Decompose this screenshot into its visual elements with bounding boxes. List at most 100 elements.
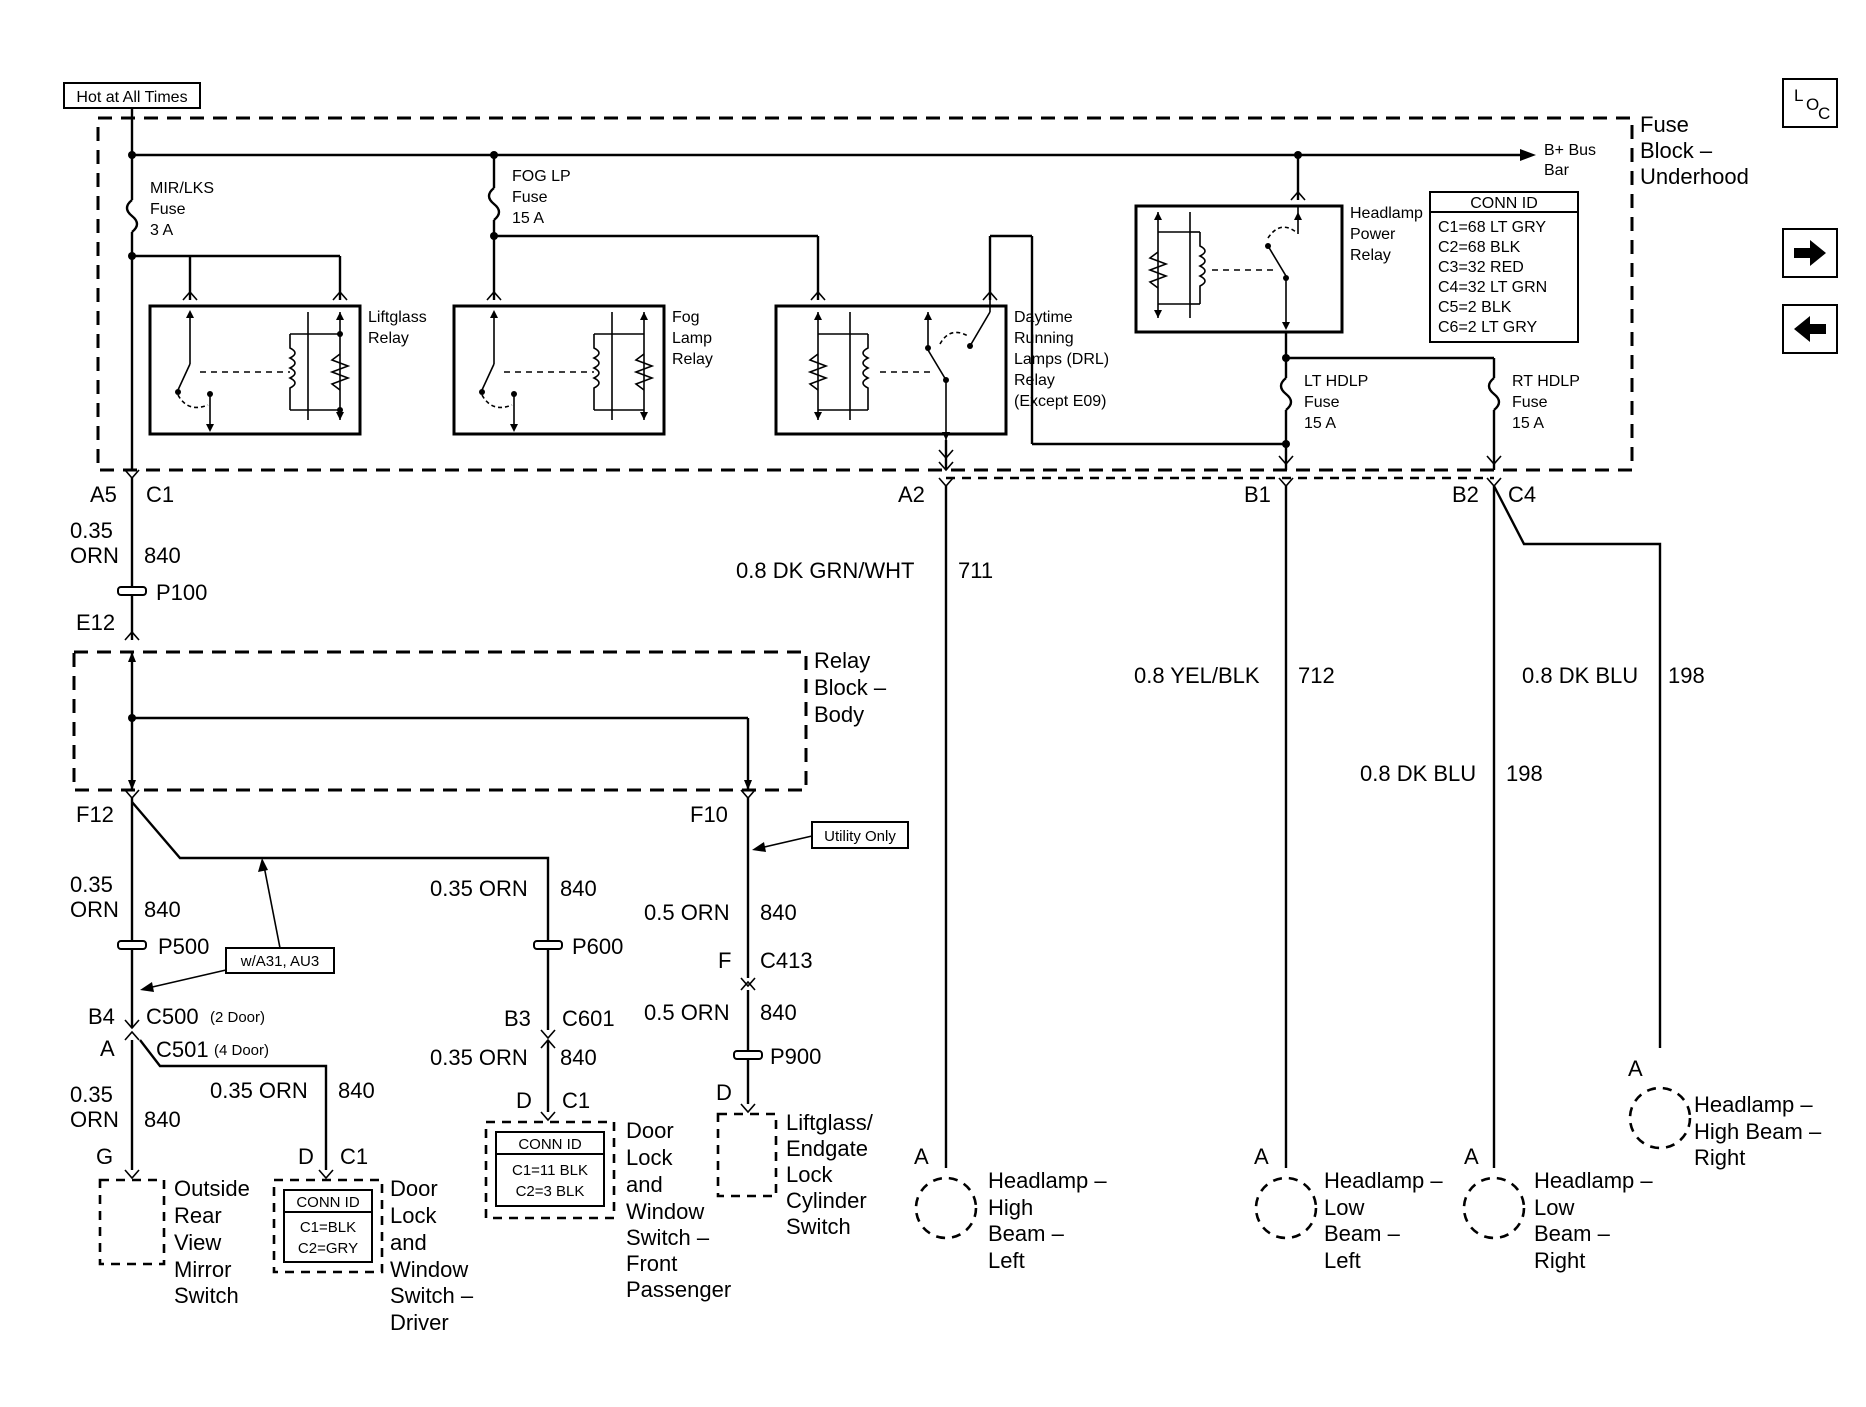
liftglass-relay: Liftglass Relay [132,254,427,436]
svg-text:F12: F12 [76,802,114,827]
svg-text:A: A [1464,1144,1479,1169]
b-plus-bus-bar: B+ Bus Bar [128,108,1596,179]
svg-text:B2: B2 [1452,482,1479,507]
svg-text:Bar: Bar [1544,162,1570,179]
svg-text:Lamp: Lamp [672,330,712,347]
loc-o-letter: O [1806,95,1820,114]
next-page-button[interactable] [1782,228,1838,278]
svg-text:Door: Door [390,1176,438,1201]
svg-text:C1: C1 [562,1088,590,1113]
svg-text:P500: P500 [158,934,209,959]
svg-text:C2=GRY: C2=GRY [298,1240,358,1257]
circuit-840-f10: F10 0.5 ORN 840 F C413 0.5 ORN 840 [644,789,813,1050]
previous-page-button[interactable] [1782,304,1838,354]
svg-text:0.35 ORN: 0.35 ORN [430,876,528,901]
svg-text:Front: Front [626,1251,677,1276]
svg-text:B3: B3 [504,1006,531,1031]
svg-text:High Beam –: High Beam – [1694,1119,1822,1144]
lt-hdlp-fuse: LT HDLP Fuse 15 A [1030,236,1494,470]
svg-text:D: D [716,1080,732,1105]
svg-text:ORN: ORN [70,897,119,922]
location-button[interactable]: L O C [1782,78,1838,128]
svg-text:C1: C1 [146,482,174,507]
svg-text:0.5 ORN: 0.5 ORN [644,1000,730,1025]
fog-lp-fuse: FOG LP Fuse 15 A [486,155,826,301]
svg-text:840: 840 [144,1107,181,1132]
svg-text:D: D [298,1144,314,1169]
svg-text:C3=32 RED: C3=32 RED [1438,259,1524,276]
svg-text:A2: A2 [898,482,925,507]
svg-text:840: 840 [760,1000,797,1025]
svg-text:P600: P600 [572,934,623,959]
svg-text:(4 Door): (4 Door) [214,1042,269,1059]
svg-text:Lock: Lock [786,1162,833,1187]
svg-text:0.35: 0.35 [70,1082,113,1107]
svg-text:C2=68 BLK: C2=68 BLK [1438,239,1521,256]
headlamp-power-relay: Headlamp Power Relay [1134,155,1423,334]
hot-at-all-times-label: Hot at All Times [63,82,201,109]
svg-text:C1: C1 [340,1144,368,1169]
svg-text:RT HDLP: RT HDLP [1512,373,1580,390]
svg-text:High: High [988,1195,1033,1220]
svg-text:Headlamp: Headlamp [1350,205,1423,222]
svg-text:0.8 DK BLU: 0.8 DK BLU [1360,761,1476,786]
svg-text:0.8 DK GRN/WHT: 0.8 DK GRN/WHT [736,558,914,583]
loc-l-letter: L [1794,86,1804,105]
svg-text:840: 840 [338,1078,375,1103]
svg-text:0.8 DK BLU: 0.8 DK BLU [1522,663,1638,688]
svg-text:Lock: Lock [390,1203,437,1228]
svg-text:B+ Bus: B+ Bus [1544,142,1596,159]
svg-text:Right: Right [1694,1145,1745,1170]
svg-text:C501: C501 [156,1037,209,1062]
svg-text:Driver: Driver [390,1310,449,1335]
liftglass-endgate-lock-cylinder-switch: Liftglass/ Endgate Lock Cylinder Switch [716,1110,874,1239]
circuit-840-main: A5 C1 0.35 ORN 840 [70,469,181,586]
svg-text:Left: Left [1324,1248,1361,1273]
drl-relay: Daytime Running Lamps (DRL) Relay (Excep… [774,234,1109,472]
svg-text:P900: P900 [770,1044,821,1069]
connector-c500-c501: B4 C500 (2 Door) A C501 (4 Door) 0.35 OR… [70,1004,375,1180]
svg-text:Relay: Relay [672,351,713,368]
splice-p600: P600 B3 C601 0.35 ORN 840 D C1 [430,934,623,1122]
svg-text:Relay: Relay [814,648,870,673]
svg-text:840: 840 [144,543,181,568]
svg-text:Switch –: Switch – [390,1283,474,1308]
svg-text:0.35 ORN: 0.35 ORN [430,1045,528,1070]
splice-p500: P500 [117,934,209,1028]
svg-text:P100: P100 [156,580,207,605]
svg-text:B4: B4 [88,1004,115,1029]
svg-text:(2 Door): (2 Door) [210,1009,265,1026]
door-lock-window-switch-driver: CONN ID C1=BLK C2=GRY Door Lock and Wind… [272,1176,474,1335]
svg-text:Beam –: Beam – [1324,1221,1401,1246]
svg-text:C413: C413 [760,948,813,973]
svg-text:C4=32 LT GRN: C4=32 LT GRN [1438,279,1547,296]
relay-block-body: Relay Block – Body [72,648,887,792]
svg-text:3 A: 3 A [150,222,173,239]
svg-text:Lamps (DRL): Lamps (DRL) [1014,351,1109,368]
svg-text:840: 840 [560,1045,597,1070]
svg-text:Headlamp –: Headlamp – [1534,1168,1653,1193]
headlamp-high-beam-left: Headlamp – High Beam – Left [914,1168,1107,1273]
svg-text:Endgate: Endgate [786,1136,868,1161]
utility-only-callout: Utility Only [752,821,909,852]
svg-text:C2=3 BLK: C2=3 BLK [516,1183,585,1200]
svg-text:0.5 ORN: 0.5 ORN [644,900,730,925]
svg-text:Fuse: Fuse [1640,112,1689,137]
svg-text:LT HDLP: LT HDLP [1304,373,1368,390]
svg-text:E12: E12 [76,610,115,635]
svg-text:Outside: Outside [174,1176,250,1201]
svg-text:Relay: Relay [368,330,409,347]
svg-text:and: and [626,1172,663,1197]
svg-text:A5: A5 [90,482,117,507]
svg-text:C1=BLK: C1=BLK [300,1219,356,1236]
svg-text:Window: Window [390,1257,468,1282]
svg-text:Block –: Block – [1640,138,1713,163]
svg-text:CONN ID: CONN ID [518,1136,582,1153]
svg-text:Underhood: Underhood [1640,164,1749,189]
svg-text:Passenger: Passenger [626,1277,731,1302]
svg-text:198: 198 [1668,663,1705,688]
svg-text:D: D [516,1088,532,1113]
svg-text:C4: C4 [1508,482,1536,507]
svg-text:0.35: 0.35 [70,872,113,897]
